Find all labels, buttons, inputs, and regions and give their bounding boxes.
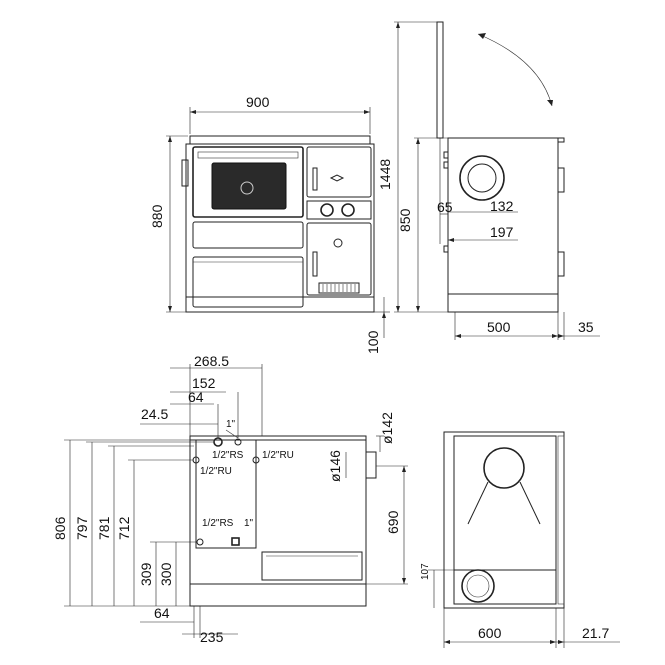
label-ru-left: 1/2"RU: [200, 466, 232, 477]
side-handle: [181, 159, 189, 187]
thermometer-icon: [333, 238, 343, 248]
right-knob: [341, 203, 355, 217]
dim-712: 712: [116, 516, 132, 540]
top-flue-opening: [461, 569, 495, 603]
dim-65: 65: [437, 199, 453, 215]
fitting-right: [252, 456, 260, 464]
dim-132: 132: [490, 198, 514, 214]
dim-797: 797: [74, 516, 90, 540]
dim-850: 850: [397, 208, 413, 232]
dim-64-bottom: 64: [154, 605, 170, 621]
dim-690: 690: [385, 510, 401, 534]
fitting-top-left: [213, 437, 223, 447]
damper-icon: [329, 174, 345, 182]
dim-235: 235: [200, 629, 224, 645]
vent-grille: [318, 282, 360, 294]
lid-swing-arc: [477, 33, 553, 107]
front-cooktop: [189, 135, 371, 145]
fitting-bottom-left: [196, 538, 204, 546]
dim-600: 600: [478, 625, 502, 641]
flue-stub: [365, 451, 377, 479]
label-rs-top: 1/2"RS: [212, 450, 244, 461]
dim-880: 880: [149, 204, 165, 228]
dim-24-5: 24.5: [141, 406, 168, 422]
label-1in-top: 1": [226, 419, 236, 430]
dim-107: 107: [420, 563, 431, 580]
label-1in-bottom: 1": [244, 518, 254, 529]
dim-900: 900: [246, 94, 270, 110]
dim-268-5: 268.5: [194, 353, 229, 369]
hob-ring: [483, 447, 525, 489]
left-knob: [320, 203, 334, 217]
flue-inner: [467, 163, 497, 193]
door-top-bar: [197, 151, 299, 159]
label-ru-right: 1/2"RU: [262, 450, 294, 461]
dim-500: 500: [487, 319, 511, 335]
dim-flue-142: ø142: [379, 412, 395, 444]
fitting-top-right: [234, 438, 242, 446]
open-lid: [436, 21, 444, 139]
dim-152: 152: [192, 375, 216, 391]
dim-flue-146: ø146: [327, 450, 343, 482]
label-rs-bottom: 1/2"RS: [202, 518, 234, 529]
firebox-door: [192, 146, 304, 218]
dim-1448: 1448: [377, 159, 393, 190]
dim-806: 806: [52, 516, 68, 540]
fitting-bottom-1in: [231, 537, 240, 546]
lower-right-door: [306, 222, 372, 296]
dim-309: 309: [138, 562, 154, 586]
rear-view: 268.5 152 64 24.5 1" 1/2"RS 1/2"RU 1/2"R…: [52, 353, 408, 645]
door-handle-lower: [312, 251, 318, 277]
dim-197: 197: [490, 224, 514, 240]
water-jacket: [195, 439, 257, 549]
top-view: 107 600 21.7: [420, 431, 620, 648]
top-plate: [453, 435, 557, 605]
lower-compartment: [261, 551, 363, 581]
ash-drawer: [192, 221, 304, 249]
storage-drawer: [192, 256, 304, 308]
door-handle-upper: [312, 167, 318, 191]
side-body: [447, 137, 559, 295]
front-view: 900 880 100: [149, 94, 390, 354]
side-view: 1448 850 65 132 197 500 35: [377, 21, 600, 340]
dim-781: 781: [96, 516, 112, 540]
dim-300: 300: [158, 562, 174, 586]
door-knob-icon: [240, 181, 254, 195]
upper-right-door: [306, 146, 372, 198]
dim-35: 35: [578, 319, 594, 335]
control-panel: [306, 200, 372, 220]
door-window: [211, 162, 287, 210]
dim-21-7: 21.7: [582, 625, 609, 641]
dim-64-top: 64: [188, 389, 204, 405]
flue-outer: [459, 155, 505, 201]
dim-100: 100: [365, 330, 381, 354]
